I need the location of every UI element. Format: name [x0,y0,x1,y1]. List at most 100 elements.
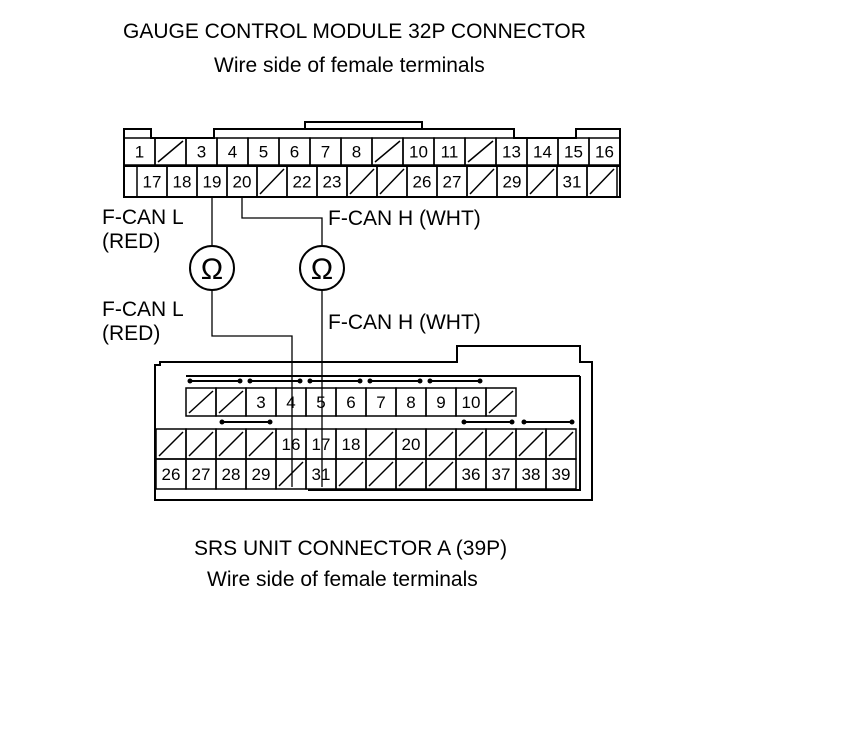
wire-name: F-CAN L [102,206,184,229]
terminal-cell: 8 [395,387,427,417]
svg-text:20: 20 [402,435,421,454]
terminal-cell: 18 [166,165,198,198]
svg-text:31: 31 [563,173,582,192]
svg-text:29: 29 [252,465,271,484]
terminal-lock-bar [461,419,515,425]
empty-terminal-cell [586,165,618,198]
svg-text:10: 10 [462,393,481,412]
terminal-cell: 3 [185,137,218,166]
svg-text:4: 4 [286,393,295,412]
svg-text:Ω: Ω [311,253,333,286]
top-connector-title: GAUGE CONTROL MODULE 32P CONNECTOR [123,20,586,43]
empty-terminal-cell [425,458,457,490]
svg-text:10: 10 [409,143,428,162]
wire-name: F-CAN L [102,298,184,321]
svg-text:14: 14 [533,143,552,162]
terminal-lock-bar [427,378,483,384]
fcan-h-label-top: F-CAN H (WHT) [328,207,481,230]
terminal-lock-bar [219,419,273,425]
svg-text:8: 8 [406,393,415,412]
fcan-l-label-bottom: F-CAN L (RED) [102,298,184,346]
terminal-lock-bar [187,378,243,384]
empty-terminal-cell [154,137,187,166]
terminal-cell: 4 [216,137,249,166]
terminal-cell: 18 [335,428,367,460]
svg-text:27: 27 [443,173,462,192]
svg-text:6: 6 [290,143,299,162]
empty-terminal-cell [545,428,577,460]
terminal-cell: 23 [316,165,348,198]
terminal-cell: 16 [588,137,621,166]
terminal-lock-bar [247,378,303,384]
empty-terminal-cell [466,165,498,198]
terminal-cell: 13 [495,137,528,166]
svg-text:5: 5 [316,393,325,412]
empty-terminal-cell [185,387,217,417]
terminal-cell: 10 [455,387,487,417]
svg-text:8: 8 [352,143,361,162]
terminal-cell: 15 [557,137,590,166]
terminal-cell: 6 [278,137,311,166]
empty-terminal-cell [395,458,427,490]
svg-text:11: 11 [441,143,459,162]
fcan-h-wire-top [241,196,323,245]
terminal-cell: 7 [365,387,397,417]
empty-terminal-cell [376,165,408,198]
terminal-cell: 20 [395,428,427,460]
terminal-lock-bar [521,419,575,425]
svg-text:5: 5 [259,143,268,162]
svg-text:1: 1 [135,143,144,162]
terminal-cell: 22 [286,165,318,198]
terminal-cell: 36 [455,458,487,490]
ohmmeter-icon: Ω [189,245,235,291]
terminal-cell: 28 [215,458,247,490]
svg-text:28: 28 [222,465,241,484]
empty-terminal-cell [346,165,378,198]
empty-terminal-cell [155,428,187,460]
terminal-cell: 1 [123,137,156,166]
svg-text:17: 17 [143,173,162,192]
svg-text:Ω: Ω [201,253,223,286]
terminal-cell: 11 [433,137,466,166]
terminal-cell: 37 [485,458,517,490]
terminal-cell: 27 [436,165,468,198]
terminal-cell: 14 [526,137,559,166]
terminal-cell: 6 [335,387,367,417]
empty-terminal-cell [371,137,404,166]
svg-text:29: 29 [503,173,522,192]
svg-text:3: 3 [197,143,206,162]
svg-text:27: 27 [192,465,211,484]
svg-text:36: 36 [462,465,481,484]
svg-text:18: 18 [173,173,192,192]
srs-unit-connector-a [154,345,593,501]
bottom-connector-title: SRS UNIT CONNECTOR A (39P) [194,537,508,560]
empty-terminal-cell [215,428,247,460]
fcan-l-label-top: F-CAN L (RED) [102,206,184,254]
terminal-cell: 4 [275,387,307,417]
top-connector-subtitle: Wire side of female terminals [214,54,485,77]
empty-terminal-cell [365,428,397,460]
fcan-h-label-bottom: F-CAN H (WHT) [328,311,481,334]
svg-text:26: 26 [162,465,181,484]
terminal-lock-bar [307,378,363,384]
terminal-cell: 16 [275,428,307,460]
terminal-cell: 5 [247,137,280,166]
empty-terminal-cell [485,387,517,417]
terminal-cell: 10 [402,137,435,166]
ohmmeter-icon: Ω [299,245,345,291]
empty-terminal-cell [425,428,457,460]
terminal-cell: 31 [556,165,588,198]
wire-color: (RED) [102,230,161,253]
terminal-cell: 27 [185,458,217,490]
empty-terminal-cell [464,137,497,166]
terminal-cell: 26 [406,165,438,198]
terminal-cell: 7 [309,137,342,166]
svg-text:19: 19 [203,173,222,192]
terminal-cell: 26 [155,458,187,490]
svg-text:15: 15 [564,143,583,162]
svg-text:31: 31 [312,465,331,484]
terminal-cell: 29 [496,165,528,198]
